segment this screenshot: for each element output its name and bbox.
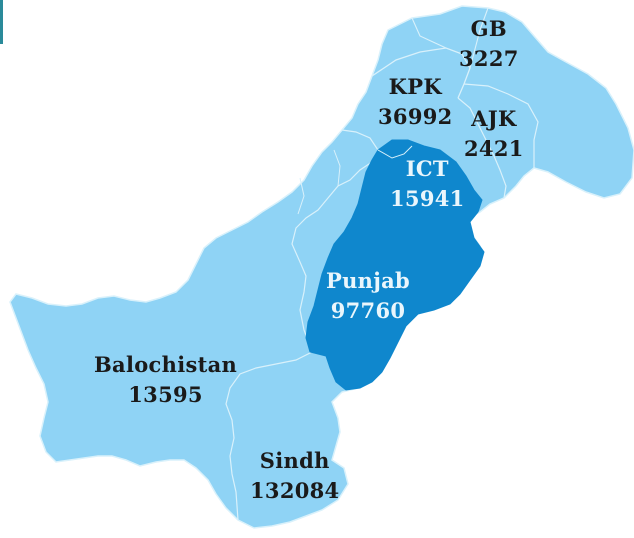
- border-fata: [297, 149, 341, 215]
- region-name-sindh: Sindh: [259, 448, 330, 473]
- region-name-ajk: AJK: [471, 106, 517, 131]
- region-label-balochistan: Balochistan 13595: [94, 350, 237, 410]
- region-name-balochistan: Balochistan: [94, 352, 238, 377]
- region-name-punjab: Punjab: [326, 268, 411, 293]
- region-value-balochistan: 13595: [128, 382, 203, 407]
- border-ajk: [457, 97, 507, 199]
- border-gb-inner: [411, 7, 489, 69]
- edge-strip: [0, 0, 3, 44]
- region-value-punjab: 97760: [330, 298, 406, 323]
- region-value-kpk: 36992: [378, 104, 453, 129]
- punjab-shape: [305, 139, 485, 391]
- region-label-kpk: KPK 36992: [378, 72, 453, 132]
- region-label-punjab: Punjab 97760: [326, 266, 410, 326]
- border-sindh-balochistan: [225, 351, 313, 521]
- border-kpk-gb: [371, 47, 471, 99]
- region-name-gb: GB: [470, 16, 507, 41]
- region-value-sindh: 132084: [250, 478, 340, 503]
- region-value-ict: 15941: [390, 186, 465, 211]
- region-name-kpk: KPK: [388, 74, 442, 99]
- region-label-ict: ICT 15941: [390, 154, 465, 214]
- region-name-ict: ICT: [405, 156, 449, 181]
- region-value-gb: 3227: [459, 46, 519, 71]
- region-label-ajk: AJK 2421: [464, 104, 524, 164]
- border-ajk-east: [463, 83, 539, 168]
- region-value-ajk: 2421: [464, 136, 524, 161]
- region-label-sindh: Sindh 132084: [250, 446, 339, 506]
- border-ict: [377, 145, 413, 159]
- region-label-gb: GB 3227: [459, 14, 519, 74]
